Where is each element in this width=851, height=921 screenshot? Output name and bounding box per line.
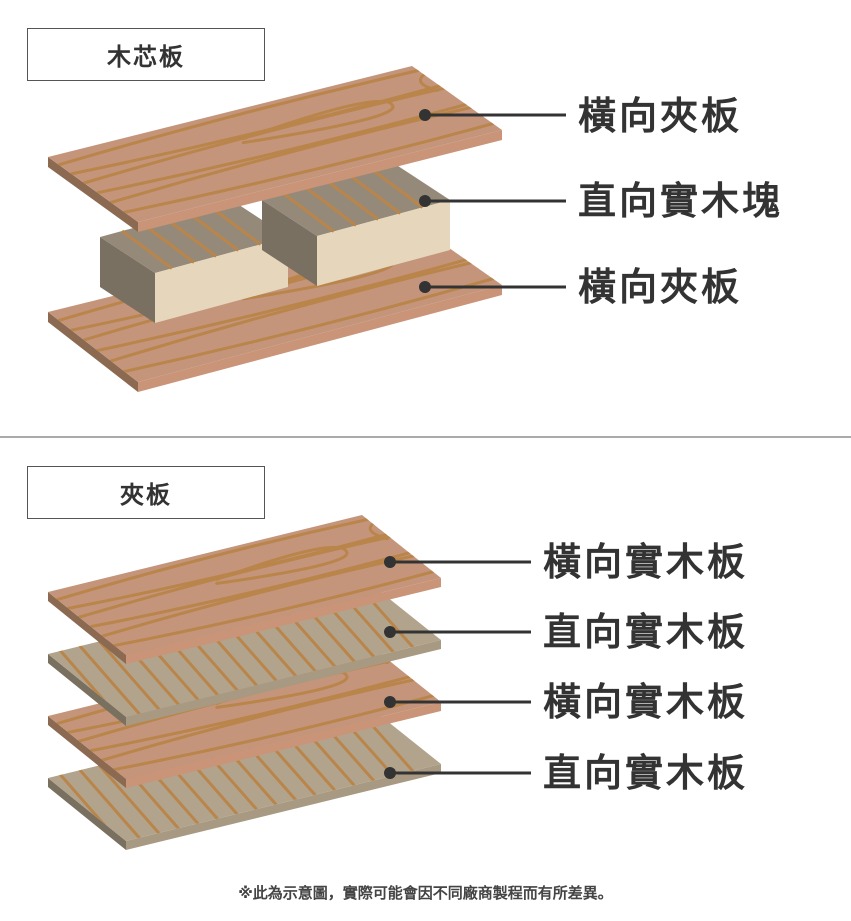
blockboard-top-board: [48, 66, 502, 232]
leader-ply-2: [384, 626, 531, 638]
plywood-label-2: 直向實木板: [543, 610, 749, 654]
board-side-edge: [48, 778, 126, 850]
plywood-title: 夾板: [27, 466, 265, 519]
board-side-edge: [48, 157, 138, 232]
plywood-layer-3: [48, 639, 441, 788]
plywood-layer-1: [48, 515, 441, 664]
board-top-face: [48, 577, 441, 717]
block-front-face: [317, 200, 450, 286]
grain-knot: [241, 99, 395, 145]
grain-line: [305, 186, 357, 227]
board-side-edge: [48, 716, 126, 788]
board-front-edge: [126, 578, 441, 664]
grain-line: [101, 678, 415, 762]
leader-ply-4: [384, 767, 531, 779]
grain-line: [112, 570, 435, 648]
grain-line: [209, 205, 262, 246]
grain-line: [109, 261, 472, 363]
board-side-edge: [48, 654, 126, 726]
grain-line: [96, 258, 468, 352]
grain-line: [78, 644, 141, 716]
block-front-face: [155, 237, 288, 323]
grain-line: [371, 168, 424, 209]
blockboard-title: 木芯板: [27, 28, 265, 81]
board-side-edge: [48, 312, 138, 392]
board-front-edge: [126, 640, 441, 726]
blockboard-label-core: 直向實木塊: [578, 179, 784, 223]
leader-dot: [419, 281, 431, 293]
block-grain: [283, 168, 424, 233]
grain-line: [349, 174, 402, 215]
core-block-right: [262, 164, 450, 286]
core-block-left: [100, 201, 288, 323]
blockboard-label-bottom: 橫向夾板: [578, 265, 743, 309]
grain-knot: [215, 545, 349, 585]
block-top-face: [100, 201, 288, 273]
board-top-face: [48, 701, 441, 841]
grain-line: [121, 229, 173, 270]
leader-dot: [419, 195, 431, 207]
leader-dot: [384, 696, 396, 708]
board-front-edge: [126, 764, 441, 850]
grain-line: [165, 217, 218, 258]
grain-line: [187, 211, 240, 252]
grain-line: [143, 223, 195, 264]
grain-line: [123, 277, 495, 373]
grain-line: [78, 768, 141, 840]
leader-dot: [419, 109, 431, 121]
leader-ply-3: [384, 696, 531, 708]
leader-dot: [384, 767, 396, 779]
grain-line: [57, 68, 420, 167]
plywood-label-1: 橫向實木板: [543, 540, 749, 584]
grain-line: [123, 122, 495, 214]
block-side-face: [100, 237, 155, 323]
block-side-face: [262, 200, 317, 286]
plywood-label-4: 直向實木板: [543, 751, 749, 795]
footnote: ※此為示意圖，實際可能會因不同廠商製程而有所差異。: [238, 884, 613, 902]
leader-top: [419, 109, 566, 121]
grain-line: [101, 554, 415, 638]
plywood-layer-2: [48, 577, 441, 726]
grain-line: [89, 675, 411, 753]
board-front-edge: [138, 285, 502, 392]
leader-dot: [384, 556, 396, 568]
grain-line: [97, 639, 161, 711]
grain-line: [327, 180, 380, 221]
block-top-face: [262, 164, 450, 236]
board-top-face: [48, 66, 502, 222]
plywood-label-3: 橫向實木板: [543, 680, 749, 724]
board-front-edge: [126, 702, 441, 788]
blockboard-label-top: 橫向夾板: [578, 94, 743, 138]
grain-line: [283, 192, 335, 233]
grain-line: [96, 102, 468, 195]
wood-grain: [55, 517, 435, 648]
board-front-edge: [138, 130, 502, 232]
block-grain: [121, 205, 262, 270]
leader-dot: [384, 626, 396, 638]
leader-core: [419, 195, 566, 207]
grain-line: [55, 517, 370, 602]
grain-line: [89, 551, 411, 629]
grain-line: [97, 763, 161, 835]
leader-bottom: [419, 281, 566, 293]
board-side-edge: [48, 592, 126, 664]
leader-ply-1: [384, 556, 531, 568]
section-divider: [0, 436, 851, 438]
